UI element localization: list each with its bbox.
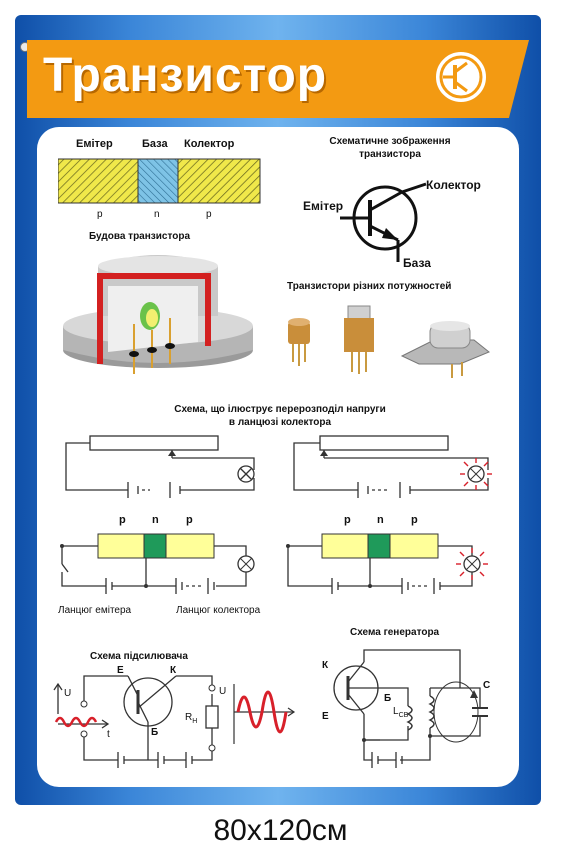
pnp-chain-circuits	[60, 533, 488, 594]
amp-t-label: t	[107, 729, 110, 740]
label-base: База	[142, 138, 168, 150]
gen-C-label: С	[483, 680, 491, 691]
amp-U-in-label: U	[64, 688, 72, 699]
amp-U-out-label: U	[219, 686, 227, 697]
symbol-emitter-label: Емітер	[303, 199, 344, 213]
amp-R-text: R	[185, 712, 193, 723]
structure-caption: Будова транзистора	[89, 231, 191, 242]
transistor-cutaway-illustration	[63, 255, 253, 374]
emitter-region	[58, 158, 139, 204]
pnp-structure-diagram	[58, 158, 261, 204]
content-panel	[37, 127, 519, 787]
amplifier-title: Схема підсилювача	[90, 651, 188, 662]
gen-L-text: L	[393, 706, 399, 717]
symbol-base-label: База	[403, 256, 431, 270]
gen-B-label: Б	[384, 693, 392, 704]
page-title: Транзистор	[43, 49, 328, 102]
dist-right-n: n	[377, 514, 384, 526]
transistor-packages-illustration	[288, 305, 490, 378]
poster-size-label: 80x120см	[213, 814, 348, 847]
distribution-title-line2: в ланцюзі колектора	[228, 417, 332, 428]
amp-E-label: Е	[117, 665, 124, 676]
distribution-title-line1: Схема, що ілюструє перерозподіл напруги	[174, 404, 386, 415]
gen-L-label: LСВ	[393, 706, 408, 719]
collector-region	[177, 158, 261, 204]
symbol-title-line2: транзистора	[359, 149, 421, 160]
transistor-symbol-diagram	[340, 182, 427, 262]
poster-board: Транзистор	[15, 15, 541, 805]
collector-chain-label: Ланцюг колектора	[176, 605, 261, 616]
dist-left-p2: p	[186, 514, 193, 526]
amp-R-label: RН	[185, 712, 197, 725]
transistor-logo-icon	[434, 50, 488, 104]
region-p-left: p	[97, 209, 103, 220]
dist-right-p1: p	[344, 514, 351, 526]
generator-title: Схема генератора	[350, 627, 440, 638]
symbol-collector-label: Колектор	[426, 178, 481, 192]
powers-title: Транзистори різних потужностей	[287, 281, 452, 292]
gen-E-label: Е	[322, 711, 329, 722]
emitter-chain-label: Ланцюг емітера	[58, 605, 132, 616]
symbol-title-line1: Схематичне зображення	[329, 136, 451, 147]
amp-R-sub: Н	[192, 718, 198, 725]
voltage-divider-circuits	[65, 435, 492, 498]
amp-B-label: Б	[151, 727, 159, 738]
dist-right-p2: p	[411, 514, 418, 526]
region-p-right: p	[206, 209, 212, 220]
label-emitter: Емітер	[76, 138, 113, 150]
gen-K-label: К	[322, 660, 329, 671]
amp-K-label: К	[170, 665, 177, 676]
dist-left-n: n	[152, 514, 159, 526]
dist-left-p1: p	[119, 514, 126, 526]
region-n: n	[154, 209, 160, 220]
amplifier-circuit	[53, 675, 296, 768]
generator-circuit	[333, 649, 488, 768]
label-collector: Колектор	[184, 138, 235, 150]
gen-L-sub: СВ	[398, 712, 409, 719]
base-region	[137, 158, 179, 204]
